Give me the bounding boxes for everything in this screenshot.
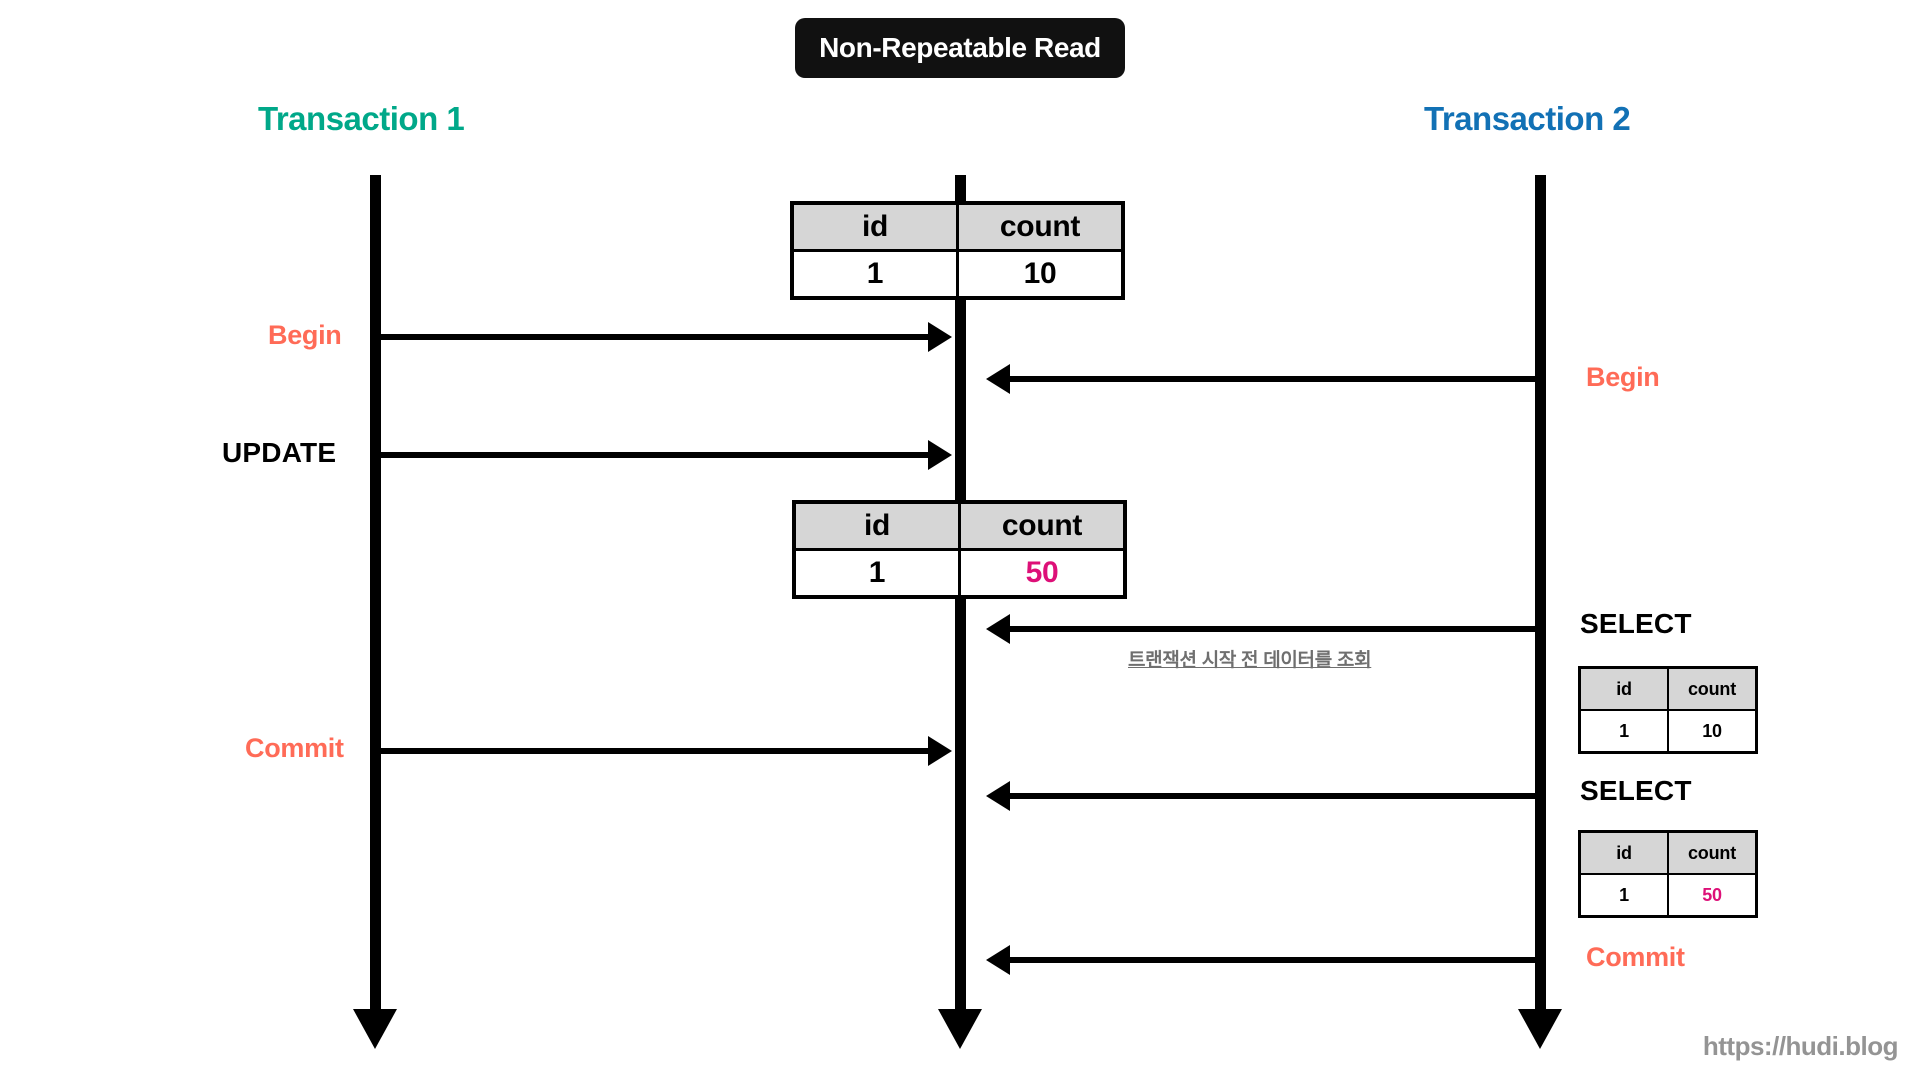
table-row: 1 10	[790, 249, 1125, 300]
label-t2-select-2: SELECT	[1580, 775, 1692, 806]
lane-header-transaction-1: Transaction 1	[258, 100, 465, 137]
label-t2-select-1: SELECT	[1580, 608, 1692, 639]
arrow-t2-select-1-head	[986, 614, 1010, 644]
arrow-t1-commit-line	[376, 748, 931, 754]
table-header-row: id count	[790, 201, 1125, 252]
cell-count: 50	[958, 548, 1127, 599]
arrow-t2-begin-head	[986, 364, 1010, 394]
label-t1-begin: Begin	[268, 320, 342, 350]
column-header-id: id	[1578, 666, 1669, 711]
cell-count: 50	[1667, 873, 1758, 918]
table-row: 1 50	[792, 548, 1127, 599]
column-header-id: id	[1578, 830, 1669, 875]
table-row: 1 10	[1578, 709, 1758, 754]
lifeline-transaction-1	[370, 175, 381, 1015]
annotation-read-before-transaction: 트랜잭션 시작 전 데이터를 조회	[1128, 650, 1372, 671]
table-row: 1 50	[1578, 873, 1758, 918]
arrow-t1-begin-head	[928, 322, 952, 352]
column-header-count: count	[1667, 666, 1758, 711]
center-table-updated: id count 1 50	[792, 500, 1127, 599]
center-table-initial: id count 1 10	[790, 201, 1125, 300]
right-table-second-select: id count 1 50	[1578, 830, 1758, 918]
arrow-t2-commit-head	[986, 945, 1010, 975]
table-header-row: id count	[1578, 830, 1758, 875]
lifeline-transaction-2	[1535, 175, 1546, 1015]
label-t2-begin: Begin	[1586, 362, 1660, 392]
label-t2-commit: Commit	[1586, 942, 1685, 972]
right-table-first-select: id count 1 10	[1578, 666, 1758, 754]
column-header-count: count	[958, 500, 1127, 551]
column-header-count: count	[1667, 830, 1758, 875]
cell-id: 1	[1578, 873, 1669, 918]
table-header-row: id count	[792, 500, 1127, 551]
arrow-t1-update-line	[376, 452, 931, 458]
lane-header-transaction-2: Transaction 2	[1424, 100, 1631, 137]
cell-count: 10	[956, 249, 1125, 300]
column-header-count: count	[956, 201, 1125, 252]
cell-count: 10	[1667, 709, 1758, 754]
arrow-t1-update-head	[928, 440, 952, 470]
table-header-row: id count	[1578, 666, 1758, 711]
column-header-id: id	[792, 500, 961, 551]
lifeline-arrowhead-database	[938, 1009, 982, 1049]
arrow-t2-select-1-line	[1010, 626, 1540, 632]
watermark-url: https://hudi.blog	[1702, 1031, 1899, 1061]
label-t1-commit: Commit	[245, 733, 344, 763]
arrow-t1-commit-head	[928, 736, 952, 766]
lifeline-arrowhead-transaction-1	[353, 1009, 397, 1049]
diagram-title-badge: Non-Repeatable Read	[795, 18, 1125, 78]
arrow-t1-begin-line	[376, 334, 931, 340]
arrow-t2-commit-line	[1010, 957, 1540, 963]
arrow-t2-select-2-line	[1010, 793, 1540, 799]
page-title: Non-Repeatable Read	[819, 32, 1101, 63]
column-header-id: id	[790, 201, 959, 252]
cell-id: 1	[792, 548, 961, 599]
arrow-t2-begin-line	[1010, 376, 1540, 382]
cell-id: 1	[790, 249, 959, 300]
cell-id: 1	[1578, 709, 1669, 754]
lifeline-arrowhead-transaction-2	[1518, 1009, 1562, 1049]
label-t1-update: UPDATE	[222, 437, 337, 468]
arrow-t2-select-2-head	[986, 781, 1010, 811]
